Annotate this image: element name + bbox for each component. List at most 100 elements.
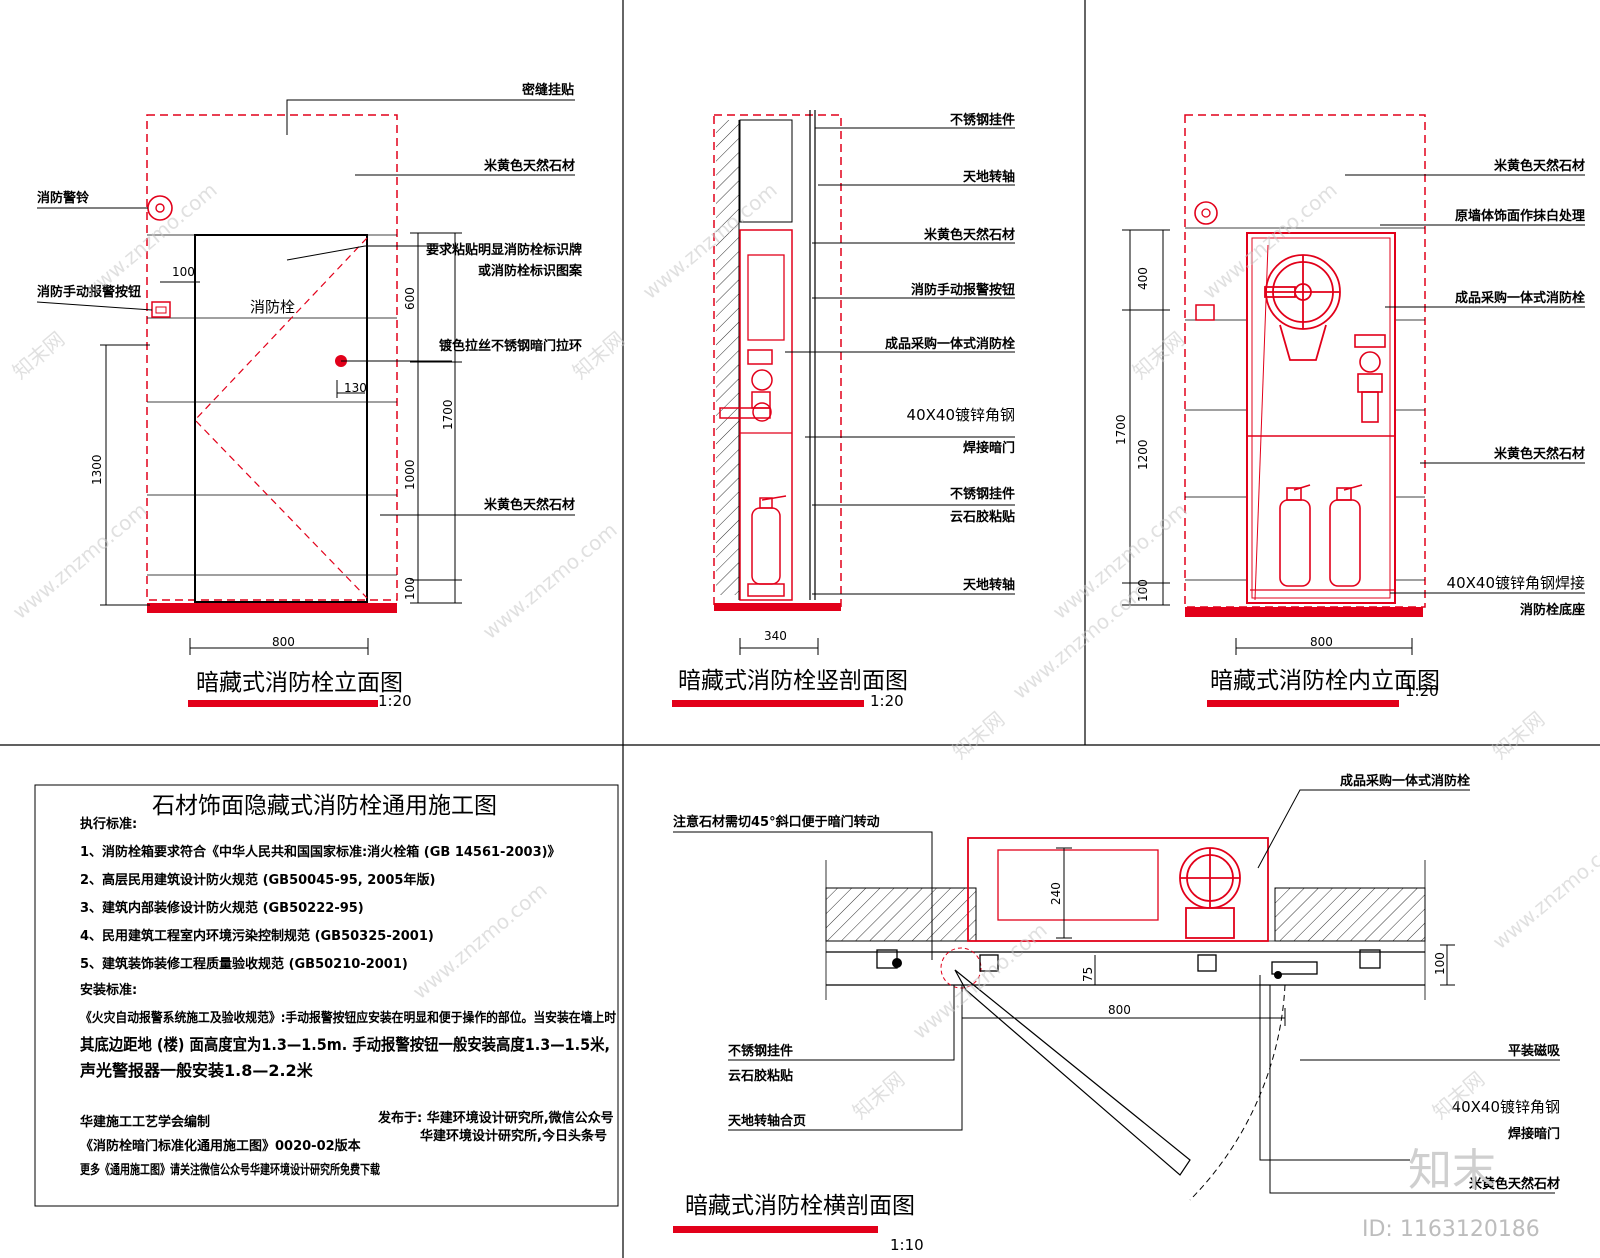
dim-100-bottom: 100	[403, 577, 417, 600]
hose-reel-icon	[1264, 254, 1341, 361]
hsec-label-2: 注意石材需切45°斜口便于暗门转动	[673, 814, 880, 830]
elevation-scale: 1:20	[378, 692, 412, 710]
notes-item-3: 3、建筑内部装修设计防火规范 (GB50222-95)	[80, 900, 364, 916]
dim-1700: 1700	[441, 399, 455, 430]
watermark-brand-6: 知末网	[848, 1067, 909, 1124]
dim-800: 800	[272, 635, 295, 649]
inner-dim-1200: 1200	[1136, 439, 1150, 470]
vsec-label-6a: 40X40镀锌角钢	[907, 406, 1015, 424]
manual-alarm-button-icon	[151, 301, 171, 318]
inner-label-2: 原墙体饰面作抹白处理	[1455, 208, 1585, 224]
label-gap: 密缝挂贴	[521, 82, 574, 98]
inner-title: 暗藏式消防栓内立面图	[1210, 668, 1440, 694]
inner-alarm-bell-icon	[1194, 201, 1218, 225]
vsection-title-underline	[672, 700, 864, 707]
watermark-logo: 知末	[1408, 1145, 1496, 1196]
extinguisher-icon	[747, 495, 787, 597]
hsec-label-4: 云石胶粘贴	[728, 1068, 793, 1084]
dim-1000: 1000	[403, 459, 417, 490]
floor-bar-3	[1185, 607, 1423, 617]
hydrant-valve-icon	[1354, 334, 1386, 423]
vsec-label-6b: 焊接暗门	[963, 440, 1015, 456]
notes-footer-1: 华建施工工艺学会编制	[80, 1114, 210, 1130]
plan-hose-reel-icon	[1179, 847, 1241, 939]
label-pull-ring: 镀色拉丝不锈钢暗门拉环	[439, 338, 582, 354]
watermark-brand-2: 知末网	[568, 327, 629, 384]
valve-icon	[719, 349, 773, 422]
watermark-text-4: www.znzmo.com	[638, 178, 782, 304]
inner-elevation-view: 400 1700 1200 100 800 米黄色天然石材 原墙体饰面作抹白处理…	[1114, 114, 1585, 707]
notes-exec-head: 执行标准:	[80, 816, 137, 832]
notes-install-head: 安装标准:	[80, 982, 137, 998]
inner-manual-button-icon	[1195, 304, 1215, 321]
dim-130: 130	[344, 381, 367, 395]
elevation-view: 密缝挂贴 米黄色天然石材 消防警铃 消防手动报警按钮 要求粘贴明显消防栓标识牌 …	[36, 82, 583, 710]
inner-label-5b: 消防栓底座	[1520, 602, 1585, 618]
watermark-text-3: www.znzmo.com	[478, 518, 622, 644]
hsec-dim-100: 100	[1433, 952, 1447, 975]
notes-item-5: 5、建筑装饰装修工程质量验收规范 (GB50210-2001)	[80, 956, 408, 972]
vsec-label-7b: 云石胶粘贴	[950, 509, 1015, 525]
dim-600: 600	[403, 287, 417, 310]
vsection-title: 暗藏式消防栓竖剖面图	[678, 668, 908, 694]
inner-title-underline	[1207, 700, 1399, 707]
hsec-label-8: 米黄色天然石材	[1469, 1176, 1560, 1192]
inner-dim-1700: 1700	[1114, 414, 1128, 445]
label-sign-2: 或消防栓标识图案	[478, 263, 583, 279]
label-center: 消防栓	[250, 298, 295, 316]
notes-install-3: 声光警报器一般安装1.8—2.2米	[79, 1061, 314, 1080]
notes-footer-3: 更多《通用施工图》请关注微信公众号华建环境设计研究所免费下载	[80, 1162, 380, 1178]
hsec-label-7a: 40X40镀锌角钢	[1452, 1098, 1560, 1116]
horizontal-section-view: 成品采购一体式消防栓 注意石材需切45°斜口便于暗门转动 不锈钢挂件 云石胶粘贴…	[673, 773, 1561, 1254]
watermark-brand-4: 知末网	[948, 707, 1009, 764]
inner-label-4: 米黄色天然石材	[1494, 446, 1585, 462]
watermark-brand-3: 知末网	[1128, 327, 1189, 384]
notes-item-2: 2、高层民用建筑设计防火规范 (GB50045-95, 2005年版)	[80, 872, 435, 888]
hsec-label-1: 成品采购一体式消防栓	[1340, 773, 1470, 789]
label-alarm-bell: 消防警铃	[37, 190, 89, 206]
hsec-label-7b: 焊接暗门	[1508, 1126, 1560, 1142]
vertical-section-view: 不锈钢挂件 天地转轴 米黄色天然石材 消防手动报警按钮 成品采购一体式消防栓 4…	[672, 110, 1015, 710]
vsection-scale: 1:20	[870, 692, 904, 710]
notes-item-4: 4、民用建筑工程室内环境污染控制规范 (GB50325-2001)	[80, 928, 434, 944]
vsec-dim-340: 340	[764, 629, 787, 643]
inner-dim-800: 800	[1310, 635, 1333, 649]
inner-dim-100: 100	[1136, 579, 1150, 602]
floor-bar-2	[714, 603, 841, 611]
hsec-label-3: 不锈钢挂件	[728, 1043, 793, 1059]
inner-label-1: 米黄色天然石材	[1494, 158, 1585, 174]
watermark-brand-1: 知末网	[8, 327, 69, 384]
watermark-brand-5: 知末网	[1488, 707, 1549, 764]
notes-item-1: 1、消防栓箱要求符合《中华人民共和国国家标准:消火栓箱 (GB 14561-20…	[80, 844, 561, 860]
dim-100-top: 100	[172, 265, 195, 279]
inner-scale: 1:20	[1405, 682, 1439, 700]
vsec-label-3: 米黄色天然石材	[924, 227, 1015, 243]
floor-bar	[147, 603, 397, 613]
hsection-title-underline	[673, 1226, 878, 1233]
hsec-dim-800: 800	[1108, 1003, 1131, 1017]
label-sign-1: 要求粘贴明显消防栓标识牌	[426, 242, 582, 258]
elevation-title: 暗藏式消防栓立面图	[196, 670, 403, 696]
vsec-label-7a: 不锈钢挂件	[950, 486, 1015, 502]
extinguishers-icon	[1279, 484, 1363, 587]
dim-1300: 1300	[90, 454, 104, 485]
notes-pub-2: 华建环境设计研究所,今日头条号	[420, 1128, 607, 1144]
inner-label-3: 成品采购一体式消防栓	[1455, 290, 1585, 306]
vsec-label-1: 不锈钢挂件	[950, 112, 1015, 128]
hsec-dim-240: 240	[1049, 882, 1063, 905]
hsec-label-6: 平装磁吸	[1508, 1043, 1561, 1059]
vsec-label-8: 天地转轴	[963, 577, 1015, 593]
notes-footer-2: 《消防栓暗门标准化通用施工图》0020-02版本	[80, 1138, 361, 1154]
vsec-label-2: 天地转轴	[963, 169, 1015, 185]
label-stone-top: 米黄色天然石材	[484, 158, 575, 174]
inner-label-5a: 40X40镀锌角钢焊接	[1447, 574, 1585, 592]
hsection-title: 暗藏式消防栓横剖面图	[685, 1193, 915, 1219]
notes-install-2: 其底边距地 (楼) 面高度宜为1.3—1.5m. 手动报警按钮一般安装高度1.3…	[80, 1035, 610, 1054]
hsection-scale: 1:10	[890, 1236, 924, 1254]
hsec-dim-75: 75	[1081, 967, 1095, 982]
elevation-title-underline	[188, 700, 378, 707]
watermark-id: ID: 1163120186	[1362, 1217, 1540, 1242]
vsec-label-5: 成品采购一体式消防栓	[885, 336, 1015, 352]
watermark-text-10: www.znzmo.com	[1488, 828, 1600, 954]
